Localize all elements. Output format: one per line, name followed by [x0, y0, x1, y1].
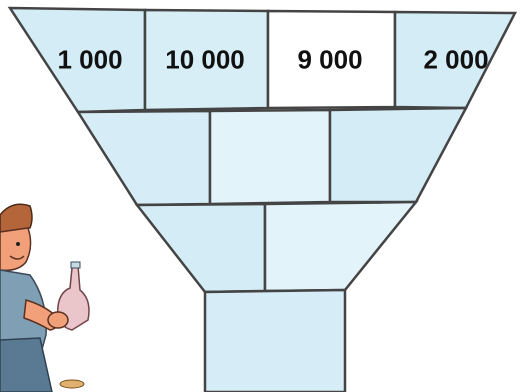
brick-row4-1 — [203, 288, 347, 392]
brick-row2-2 — [208, 108, 332, 206]
brick-value-2: 10 000 — [165, 44, 245, 75]
brick-value-3: 9 000 — [297, 44, 363, 75]
brick-row2-1 — [75, 109, 212, 207]
brick-row3-2 — [263, 200, 419, 293]
brick-row3-1 — [134, 202, 267, 294]
brick-value-1: 1 000 — [57, 44, 123, 75]
brick-value-4: 2 000 — [423, 44, 489, 75]
cartoon-man-with-bottle-icon — [0, 203, 90, 392]
brick-row2-3 — [328, 106, 469, 204]
